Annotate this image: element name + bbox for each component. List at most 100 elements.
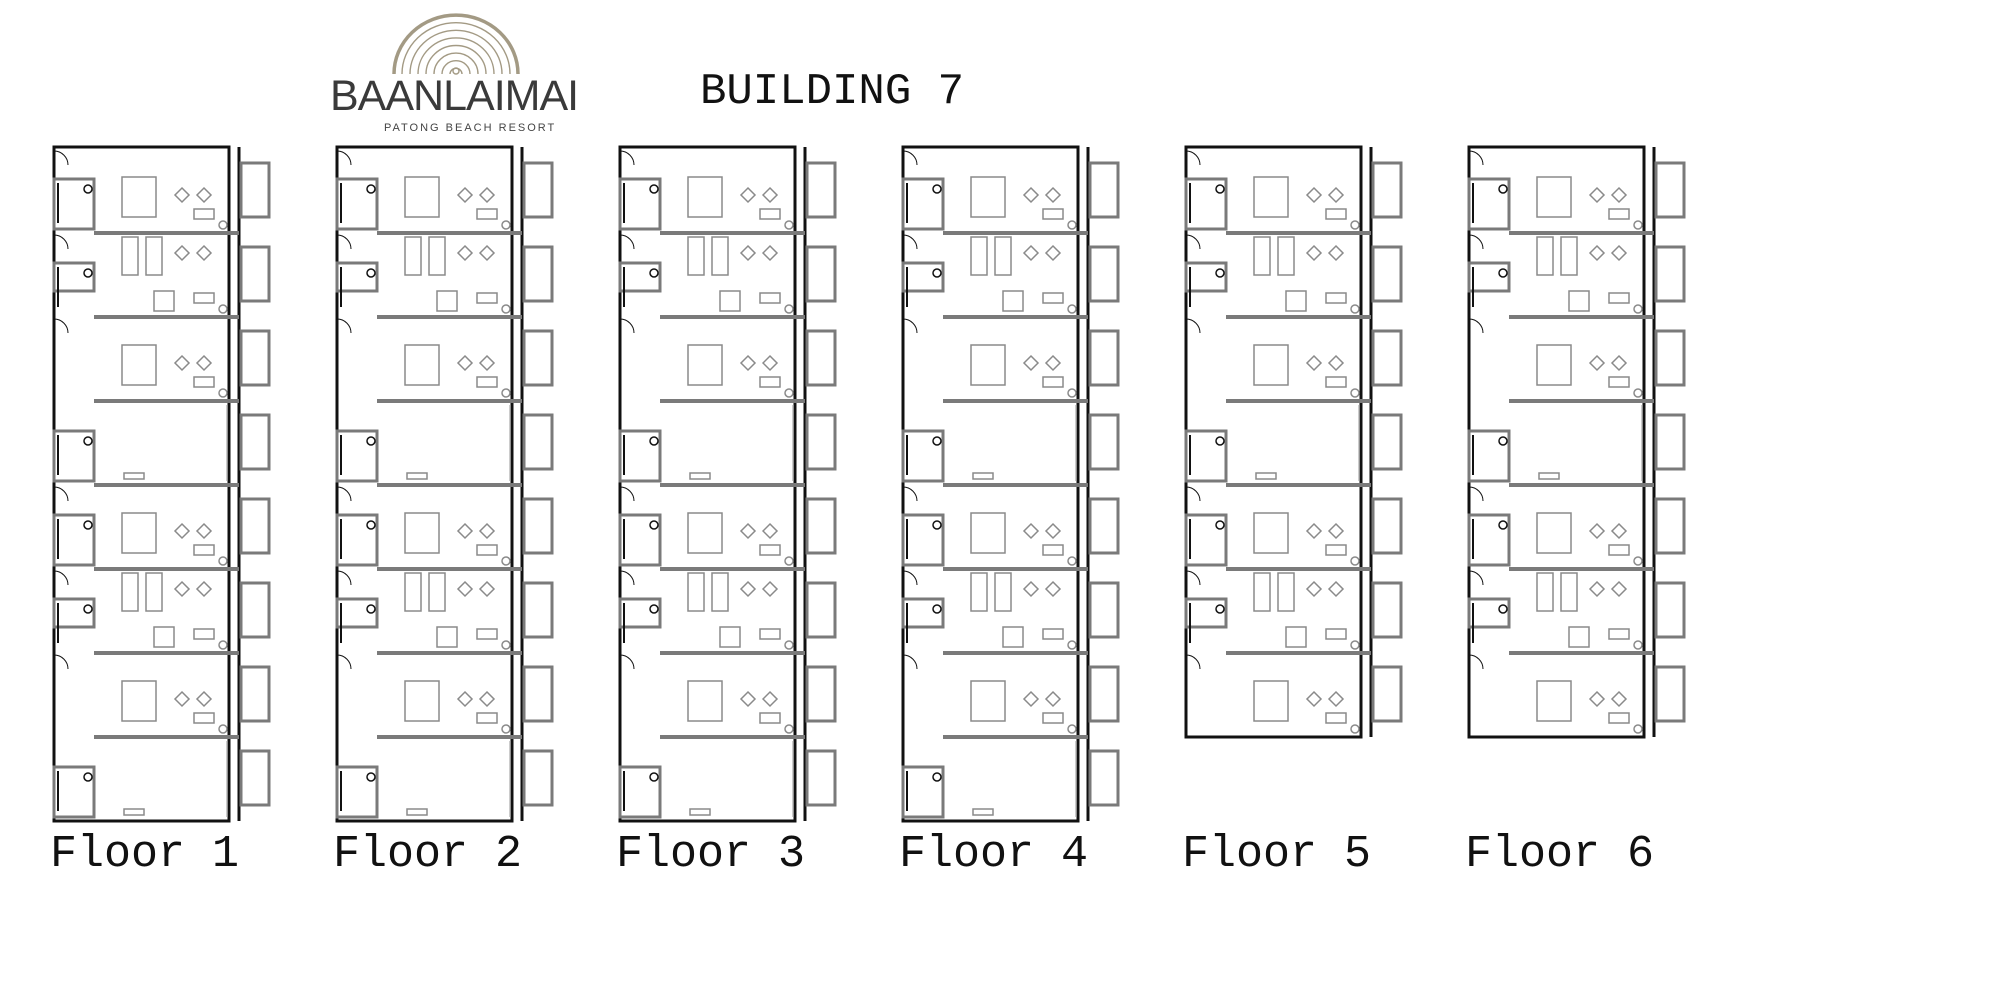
door — [1185, 234, 1201, 250]
armchair — [456, 690, 474, 708]
bathroom — [618, 177, 662, 231]
door — [336, 234, 352, 250]
bed — [404, 512, 440, 554]
bed — [404, 176, 440, 218]
single-bed — [687, 572, 705, 612]
balcony — [522, 329, 554, 387]
toilet — [1215, 436, 1225, 446]
door — [53, 150, 69, 166]
armchair — [1327, 690, 1345, 708]
balcony — [1371, 161, 1403, 219]
armchair — [173, 580, 191, 598]
toilet — [649, 268, 659, 278]
door — [902, 654, 918, 670]
balcony — [805, 581, 837, 639]
balcony — [1654, 497, 1686, 555]
armchair — [761, 354, 779, 372]
desk — [193, 208, 215, 220]
armchair — [1305, 186, 1323, 204]
bathroom — [52, 513, 96, 567]
bed — [121, 680, 157, 722]
logo-rings-icon — [392, 13, 520, 75]
floor-label: Floor 5 — [1182, 829, 1372, 880]
balcony — [239, 665, 271, 723]
door — [336, 486, 352, 502]
balcony — [1371, 497, 1403, 555]
armchair — [739, 690, 757, 708]
single-bed — [970, 572, 988, 612]
bed — [970, 680, 1006, 722]
toilet — [83, 184, 93, 194]
toilet — [366, 604, 376, 614]
floor-plan-3 — [610, 145, 870, 825]
bathroom — [335, 261, 379, 293]
desk — [759, 712, 781, 724]
balcony — [239, 581, 271, 639]
armchair — [1588, 690, 1606, 708]
toilet — [1215, 604, 1225, 614]
door — [619, 318, 635, 334]
toilet — [649, 772, 659, 782]
door — [1468, 234, 1484, 250]
bed — [1253, 344, 1289, 386]
single-bed — [994, 572, 1012, 612]
bathroom — [335, 597, 379, 629]
desk — [1608, 544, 1630, 556]
armchair — [195, 244, 213, 262]
armchair — [1327, 522, 1345, 540]
toilet — [1215, 268, 1225, 278]
bathroom — [1467, 513, 1511, 567]
bathroom — [335, 177, 379, 231]
balcony — [805, 245, 837, 303]
single-bed — [1560, 572, 1578, 612]
door — [902, 318, 918, 334]
bed — [687, 680, 723, 722]
armchair — [173, 244, 191, 262]
toilet — [932, 436, 942, 446]
armchair — [1044, 690, 1062, 708]
armchair — [1610, 690, 1628, 708]
single-bed — [1277, 236, 1295, 276]
armchair — [739, 580, 757, 598]
balcony — [1371, 245, 1403, 303]
balcony — [522, 497, 554, 555]
balcony — [522, 413, 554, 471]
desk — [1042, 544, 1064, 556]
armchair — [478, 522, 496, 540]
balcony — [1371, 329, 1403, 387]
floor-plan-1 — [44, 145, 304, 825]
armchair — [1022, 522, 1040, 540]
toilet — [1215, 520, 1225, 530]
bathroom — [1184, 261, 1228, 293]
toilet — [649, 184, 659, 194]
single-bed — [711, 572, 729, 612]
balcony — [1088, 749, 1120, 807]
bed — [687, 176, 723, 218]
armchair — [761, 690, 779, 708]
desk — [476, 628, 498, 640]
balcony — [522, 581, 554, 639]
desk — [1325, 208, 1347, 220]
armchair — [761, 580, 779, 598]
dining-table — [1002, 290, 1024, 312]
bathroom — [335, 429, 379, 483]
bed — [1253, 512, 1289, 554]
bed — [121, 344, 157, 386]
bathroom — [1467, 261, 1511, 293]
door — [1468, 654, 1484, 670]
exterior-wall — [1184, 145, 1363, 739]
balcony — [239, 413, 271, 471]
dining-table — [719, 626, 741, 648]
bed — [687, 344, 723, 386]
single-bed — [1536, 572, 1554, 612]
balcony — [805, 749, 837, 807]
bathroom — [52, 177, 96, 231]
balcony — [522, 161, 554, 219]
desk — [1325, 376, 1347, 388]
bed — [121, 512, 157, 554]
desk — [476, 208, 498, 220]
balcony — [1088, 245, 1120, 303]
armchair — [1610, 354, 1628, 372]
bathroom — [1184, 177, 1228, 231]
bathroom — [618, 261, 662, 293]
